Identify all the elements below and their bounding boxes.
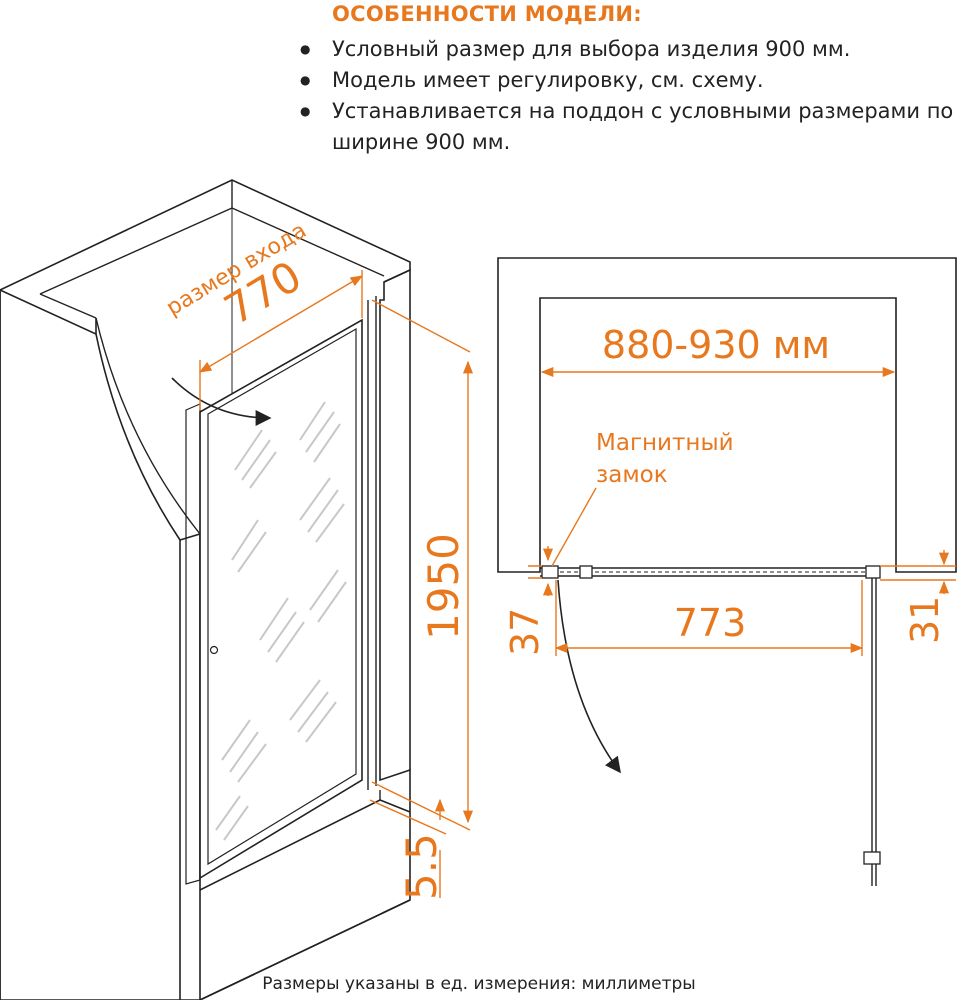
right-profile [865, 565, 881, 579]
plan-walls [497, 257, 957, 573]
units-note: Размеры указаны в ед. измерения: миллиме… [262, 974, 696, 994]
lock-label-line1: Магнитный [596, 430, 734, 456]
feature-item: Условный размер для выбора изделия 900 м… [300, 34, 958, 65]
door-width: 773 [674, 601, 747, 645]
door-panel [199, 318, 363, 880]
left-profile-dim: 37 [503, 608, 547, 656]
features-list: Условный размер для выбора изделия 900 м… [300, 34, 958, 158]
gap-value: 5.5 [397, 833, 446, 900]
left-profile [541, 565, 559, 579]
width-range: 880-930 мм [602, 323, 830, 367]
plan-view [497, 257, 957, 886]
perspective-view [0, 179, 474, 1000]
lock-label-line2: замок [596, 462, 668, 488]
glass-texture [215, 401, 347, 841]
right-profile-dim: 31 [903, 596, 947, 644]
features-title: ОСОБЕННОСТИ МОДЕЛИ: [332, 2, 643, 26]
feature-item: Устанавливается на поддон с условными ра… [300, 96, 958, 158]
left-wall-front [0, 289, 181, 1000]
door-handle-icon [209, 645, 219, 655]
feature-item: Модель имеет регулировку, см. схему. [300, 65, 958, 96]
height-value: 1950 [419, 533, 468, 640]
